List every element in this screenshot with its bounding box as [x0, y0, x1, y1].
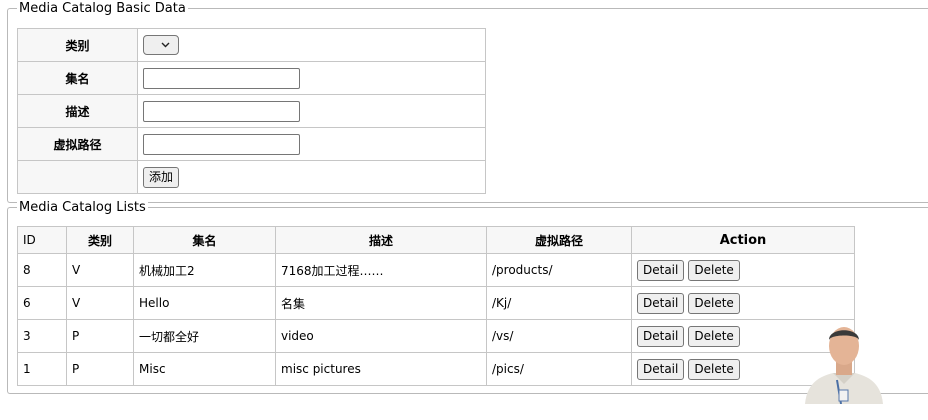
header-description: 描述: [275, 226, 487, 254]
form-row-category: 类别: [17, 28, 486, 62]
delete-button[interactable]: Delete: [688, 358, 740, 380]
cell-id: 6: [17, 286, 67, 320]
detail-button[interactable]: Detail: [637, 292, 685, 314]
cell-path: /pics/: [486, 352, 632, 386]
form-row-description: 描述: [17, 94, 486, 128]
header-type: 类别: [66, 226, 134, 254]
header-virtual-path: 虚拟路径: [486, 226, 632, 254]
basic-data-section: Media Catalog Basic Data 类别 集名 描述 虚拟路径 添: [7, 1, 928, 203]
category-select[interactable]: [143, 35, 179, 55]
catalog-list-legend: Media Catalog Lists: [17, 200, 148, 215]
cell-path: /products/: [486, 253, 632, 287]
category-label: 类别: [17, 28, 138, 62]
description-label: 描述: [17, 94, 138, 128]
basic-data-legend: Media Catalog Basic Data: [17, 1, 188, 16]
basic-data-form: 类别 集名 描述 虚拟路径 添加: [17, 28, 486, 194]
cell-type: P: [66, 352, 134, 386]
delete-button[interactable]: Delete: [688, 292, 740, 314]
detail-button[interactable]: Detail: [637, 259, 685, 281]
cell-name: 机械加工2: [133, 253, 276, 287]
form-row-virtual-path: 虚拟路径: [17, 127, 486, 161]
cell-type: V: [66, 253, 134, 287]
detail-button[interactable]: Detail: [637, 358, 685, 380]
virtual-path-input[interactable]: [143, 133, 300, 155]
form-row-name: 集名: [17, 61, 486, 95]
cell-id: 8: [17, 253, 67, 287]
form-row-submit: 添加: [17, 160, 486, 194]
cell-id: 1: [17, 352, 67, 386]
cell-path: /Kj/: [486, 286, 632, 320]
header-name: 集名: [133, 226, 276, 254]
delete-button[interactable]: Delete: [688, 259, 740, 281]
delete-button[interactable]: Delete: [688, 325, 740, 347]
cell-name: Misc: [133, 352, 276, 386]
cell-path: /vs/: [486, 319, 632, 353]
cell-type: V: [66, 286, 134, 320]
cell-description: video: [275, 319, 487, 353]
table-header-row: ID 类别 集名 描述 虚拟路径 Action: [17, 226, 855, 254]
cell-description: misc pictures: [275, 352, 487, 386]
catalog-table: ID 类别 集名 描述 虚拟路径 Action 8 V 机械加工2 7168加工…: [17, 226, 855, 386]
cell-id: 3: [17, 319, 67, 353]
add-button[interactable]: 添加: [143, 166, 180, 188]
catalog-list-section: Media Catalog Lists ID 类别 集名 描述 虚拟路径 Act…: [7, 200, 928, 394]
chevron-down-icon: [161, 42, 170, 48]
name-label: 集名: [17, 61, 138, 95]
cell-description: 7168加工过程……: [275, 253, 487, 287]
cell-type: P: [66, 319, 134, 353]
header-action: Action: [631, 226, 855, 254]
name-input[interactable]: [143, 67, 300, 89]
detail-button[interactable]: Detail: [637, 325, 685, 347]
description-input[interactable]: [143, 100, 300, 122]
cell-name: 一切都全好: [133, 319, 276, 353]
header-id: ID: [17, 226, 67, 254]
presenter-video-overlay: [805, 327, 883, 404]
cell-description: 名集: [275, 286, 487, 320]
virtual-path-label: 虚拟路径: [17, 127, 138, 161]
cell-name: Hello: [133, 286, 276, 320]
